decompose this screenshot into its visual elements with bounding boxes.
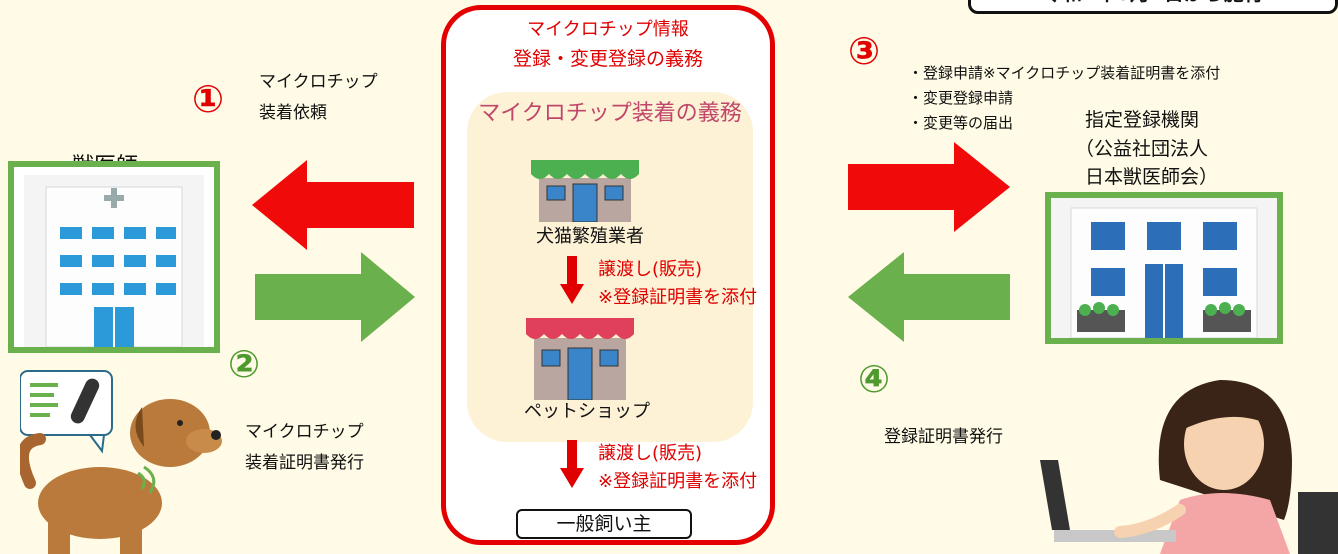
center-title-line1: マイクロチップ情報	[527, 19, 689, 40]
step2-line2: 装着証明書発行	[245, 453, 364, 473]
agency-building-frame	[1045, 192, 1283, 344]
transfer2-line2: ※登録証明書を添付	[598, 471, 758, 492]
pet-shop-label: ペットショップ	[524, 401, 650, 422]
office-building-icon	[1051, 198, 1277, 338]
step1-line2: 装着依頼	[259, 103, 327, 123]
arrow-down-1-icon	[560, 256, 584, 304]
center-title-line2: 登録・変更登録の義務	[512, 48, 703, 70]
step4-label: 登録証明書発行	[884, 427, 1003, 447]
step2-line1: マイクロチップ	[245, 422, 364, 442]
step4-number: ④	[858, 357, 891, 401]
arrow-right-red-icon	[848, 142, 1010, 232]
step3-item-2: ・変更登録申請	[908, 89, 1014, 107]
pet-shop-icon	[526, 318, 634, 400]
transfer2-line1: 譲渡し(販売)	[598, 443, 703, 464]
agency-line1: 指定登録機関	[1085, 109, 1200, 131]
breeder-shop-icon	[531, 160, 639, 222]
step3-number: ③	[848, 29, 881, 73]
hospital-icon	[24, 175, 204, 347]
enforcement-date-badge: 令和4年6月1日から施行	[968, 0, 1338, 14]
agency-line2: （公益社団法人	[1075, 138, 1209, 160]
vet-hospital-frame	[8, 161, 220, 353]
inner-title: マイクロチップ装着の義務	[478, 101, 742, 126]
transfer1-line2: ※登録証明書を添付	[598, 287, 758, 308]
dog-illustration	[20, 370, 222, 554]
breeder-label: 犬猫繁殖業者	[536, 226, 644, 247]
step2-number: ②	[228, 342, 261, 386]
arrow-left-red-icon	[252, 160, 414, 250]
step1-line1: マイクロチップ	[259, 72, 378, 92]
step3-item-1: ・登録申請※マイクロチップ装着証明書を添付	[908, 64, 1221, 82]
step3-item-3: ・変更等の届出	[908, 114, 1014, 132]
step1-number: ①	[192, 77, 225, 121]
general-owner-box: 一般飼い主	[516, 509, 692, 539]
arrow-right-green-icon	[255, 252, 415, 342]
arrow-down-2-icon	[560, 440, 584, 488]
transfer1-line1: 譲渡し(販売)	[598, 259, 703, 280]
arrow-left-green-icon	[848, 252, 1010, 342]
office-worker-illustration	[1040, 380, 1338, 554]
agency-line3: 日本獣医師会）	[1085, 166, 1219, 188]
